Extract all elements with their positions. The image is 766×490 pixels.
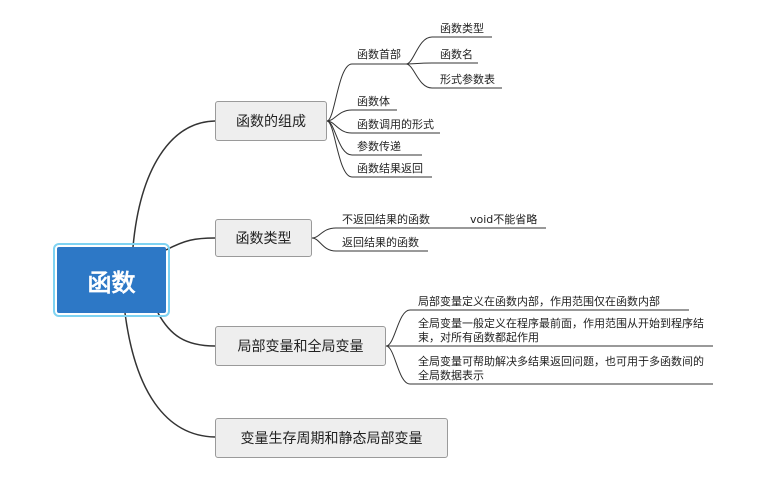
leaf-local-var[interactable]: 局部变量定义在函数内部，作用范围仅在函数内部: [418, 295, 660, 308]
branch-composition-label: 函数的组成: [236, 114, 306, 130]
connector-root-types: [165, 237, 216, 251]
leaf-function-name[interactable]: 函数名: [440, 48, 473, 61]
connector-root-scope: [157, 312, 216, 347]
leaf-function-body[interactable]: 函数体: [357, 95, 390, 108]
leaf-no-return[interactable]: 不返回结果的函数: [342, 213, 430, 226]
leaf-with-return[interactable]: 返回结果的函数: [342, 236, 419, 249]
leaf-global-var[interactable]: 全局变量一般定义在程序最前面，作用范围从开始到程序结束，对所有函数都起作用: [418, 317, 704, 344]
root-node[interactable]: 函数: [53, 243, 170, 317]
branch-composition[interactable]: 函数的组成: [215, 101, 327, 141]
leaf-function-header[interactable]: 函数首部: [357, 48, 401, 61]
leaf-param-list[interactable]: 形式参数表: [440, 73, 495, 86]
leaf-param-passing[interactable]: 参数传递: [357, 140, 401, 153]
leaf-call-form[interactable]: 函数调用的形式: [357, 118, 434, 131]
branch-types-label: 函数类型: [235, 231, 292, 247]
connector-root-composition: [132, 120, 216, 248]
branch-scope-label: 局部变量和全局变量: [237, 339, 364, 355]
branch-types[interactable]: 函数类型: [215, 219, 312, 257]
leaf-return-type[interactable]: 函数类型: [440, 22, 484, 35]
leaf-global-multi-return[interactable]: 全局变量可帮助解决多结果返回问题，也可用于多函数间的全局数据表示: [418, 355, 704, 382]
leaf-result-return[interactable]: 函数结果返回: [357, 162, 423, 175]
connector-root-lifetime: [124, 312, 216, 438]
branch-lifetime[interactable]: 变量生存周期和静态局部变量: [215, 418, 448, 458]
leaf-void-note[interactable]: void不能省略: [470, 213, 538, 226]
branch-scope[interactable]: 局部变量和全局变量: [215, 326, 386, 366]
root-label: 函数: [87, 268, 136, 297]
branch-lifetime-label: 变量生存周期和静态局部变量: [240, 431, 423, 447]
